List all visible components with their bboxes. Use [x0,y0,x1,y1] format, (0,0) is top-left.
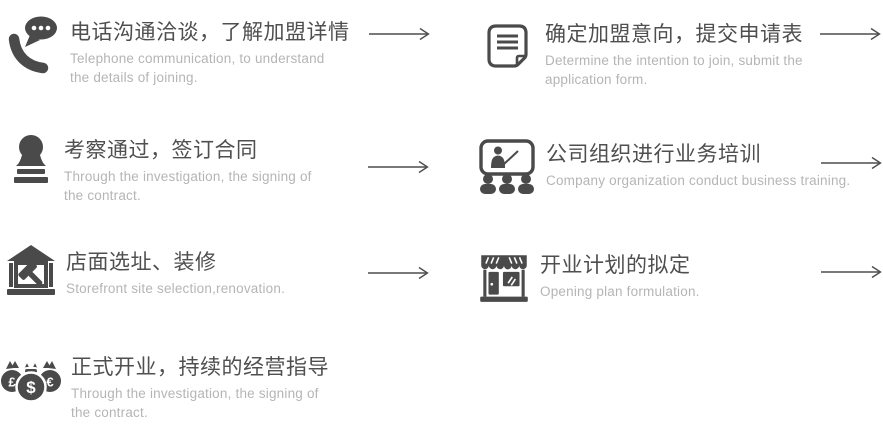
step-title: 确定加盟意向，提交申请表 [545,23,803,46]
step-subtitle: Determine the intention to join, submit … [545,53,803,87]
step-title: 店面选址、装修 [66,251,217,274]
step-grand-opening-support: £ € $ 正式开业，持续的经营指导 Through the investiga… [1,349,329,422]
step-sign-contract: 考察通过，签订合同 Through the investigation, the… [8,133,322,205]
building-renovation-icon [6,243,56,305]
flow-arrow-3 [368,160,430,179]
money-bags-icon: £ € $ [1,349,61,407]
step-title: 公司组织进行业务培训 [546,143,761,166]
flow-arrow-2 [820,27,882,46]
svg-text:$: $ [26,378,36,397]
svg-text:€: € [46,375,53,390]
step-site-selection-renovation: 店面选址、装修 Storefront site selection,renova… [6,243,366,305]
step-submit-application: 确定加盟意向，提交申请表 Determine the intention to … [481,16,827,89]
step-opening-plan: 开业计划的拟定 Opening plan formulation. [478,247,800,307]
flow-arrow-4 [821,156,883,175]
step-phone-consultation: 电话沟通洽谈，了解加盟详情 Telephone communication, t… [6,13,350,87]
flow-arrow-6 [821,265,883,284]
storefront-icon [478,247,530,307]
step-title: 考察通过，签订合同 [64,139,258,162]
training-presentation-icon [478,138,536,194]
step-title: 正式开业，持续的经营指导 [71,356,329,379]
step-subtitle: Telephone communication, to understand t… [70,51,325,85]
step-business-training: 公司组织进行业务培训 Company organization conduct … [478,138,883,194]
svg-text:£: £ [8,375,16,390]
flow-arrow-1 [369,27,431,46]
step-title: 电话沟通洽谈，了解加盟详情 [70,21,350,44]
flow-arrow-5 [368,266,430,285]
step-subtitle: Opening plan formulation. [540,284,700,299]
step-title: 开业计划的拟定 [540,254,691,277]
step-subtitle: Through the investigation, the signing o… [64,169,312,203]
application-form-icon [481,16,535,78]
step-subtitle: Company organization conduct business tr… [546,173,851,188]
phone-chat-icon [6,13,60,75]
step-subtitle: Storefront site selection,renovation. [66,281,286,296]
stamp-icon [8,133,54,193]
step-subtitle: Through the investigation, the signing o… [71,386,319,420]
